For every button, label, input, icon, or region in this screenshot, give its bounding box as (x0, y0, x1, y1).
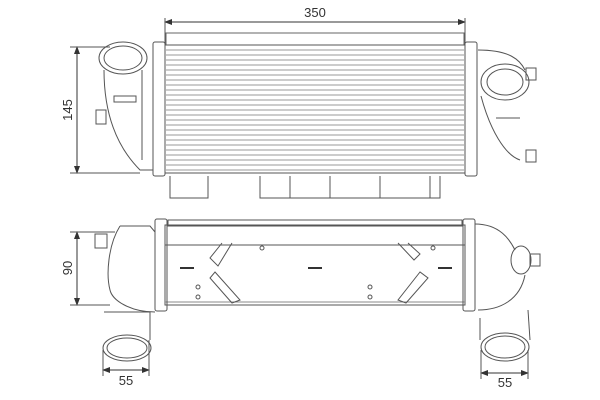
core (164, 44, 466, 174)
label-right-pipe: 55 (498, 375, 512, 390)
dimension-width-350 (164, 18, 466, 45)
right-pipe-front (474, 223, 541, 362)
front-view (70, 218, 541, 379)
left-pipe-front (94, 225, 156, 362)
dimension-height-145 (70, 46, 140, 174)
label-width: 350 (304, 5, 326, 20)
label-left-pipe: 55 (119, 373, 133, 388)
core-front (164, 224, 466, 306)
core-fins (166, 49, 464, 171)
dimension-right-pipe-55 (480, 350, 529, 379)
top-view (70, 18, 537, 199)
label-front-height: 90 (60, 261, 75, 275)
dimension-left-pipe-55 (102, 340, 150, 376)
right-outlet-pipe-top (477, 49, 537, 163)
dimension-height-90 (70, 231, 115, 306)
label-top-height: 145 (60, 99, 75, 121)
left-inlet-pipe-top (95, 41, 153, 171)
